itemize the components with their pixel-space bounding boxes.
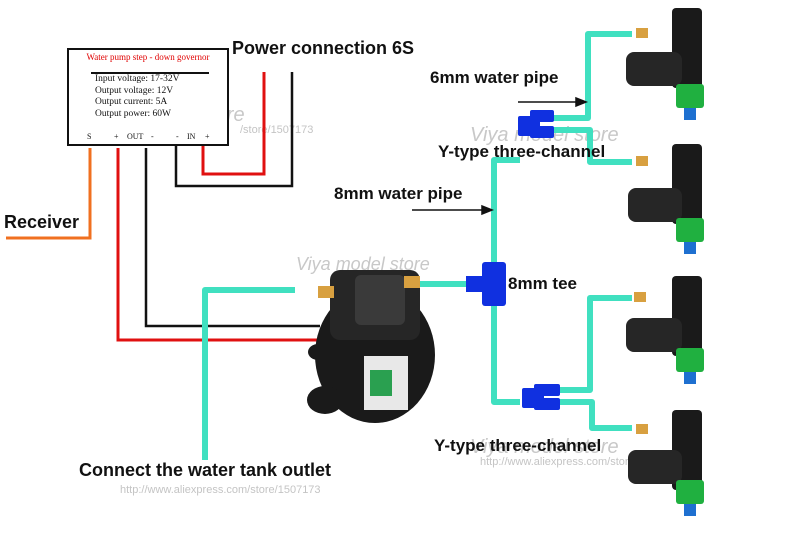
- main-riser-pipe: [491, 157, 520, 278]
- label-8mm-tee: 8mm tee: [508, 274, 577, 293]
- label-power-connection: Power connection 6S: [232, 38, 415, 58]
- y-connector-top: [518, 110, 554, 138]
- label-receiver: Receiver: [4, 212, 80, 232]
- terminal-plus-in: +: [205, 132, 210, 141]
- tee-8mm: [466, 262, 506, 306]
- power-wire-red: [201, 72, 266, 176]
- branch-3-pipe: [558, 295, 632, 393]
- nozzle-2: [628, 144, 704, 254]
- output-wire-black: [144, 148, 320, 328]
- main-drop-pipe: [491, 300, 520, 405]
- receiver-wire-orange: [6, 148, 92, 240]
- terminal-minus-in: -: [176, 132, 179, 141]
- power-wire-black: [174, 72, 294, 188]
- label-6mm-pipe: 6mm water pipe: [430, 68, 559, 87]
- governor-specs: Input voltage: 17-32V Output voltage: 12…: [95, 74, 179, 120]
- branch-1-pipe: [552, 31, 632, 121]
- branch-4-pipe: [558, 399, 632, 431]
- label-y-type-bottom: Y-type three-channel: [434, 436, 602, 455]
- branch-2-pipe: [552, 127, 632, 165]
- label-8mm-pipe: 8mm water pipe: [334, 184, 463, 203]
- output-wire-red: [116, 148, 320, 342]
- governor-module: Water pump step - down governor Input vo…: [67, 48, 229, 146]
- watermark-url-bottom-left: http://www.aliexpress.com/store/1507173: [120, 484, 321, 496]
- terminal-in-label: IN: [187, 132, 196, 141]
- terminal-minus-out: -: [151, 132, 154, 141]
- y-connector-bottom: [522, 384, 560, 410]
- nozzle-1: [626, 8, 704, 120]
- inlet-pipe: [202, 287, 295, 460]
- terminal-out-label: OUT: [127, 132, 144, 141]
- label-y-type-top: Y-type three-channel: [438, 142, 606, 161]
- water-pump-illustration: [307, 270, 435, 423]
- terminal-s: S: [87, 132, 92, 141]
- nozzle-3: [626, 276, 704, 384]
- label-tank-outlet: Connect the water tank outlet: [79, 460, 332, 480]
- spec-output-power: Output power: 60W: [95, 108, 171, 119]
- nozzle-4: [628, 410, 704, 516]
- watermark-brand-middle: Viya model store: [296, 254, 430, 274]
- terminal-plus-out: +: [114, 132, 119, 141]
- governor-divider: [91, 72, 209, 74]
- spec-output-current: Output current: 5A: [95, 97, 168, 107]
- watermark-url-top: /store/1507173: [240, 124, 314, 136]
- watermark-brand-bottom: Viya model store: [470, 436, 619, 458]
- governor-title: Water pump step - down governor: [86, 52, 210, 62]
- spec-input-voltage: Input voltage: 17-32V: [95, 74, 180, 84]
- spec-output-voltage: Output voltage: 12V: [95, 85, 174, 96]
